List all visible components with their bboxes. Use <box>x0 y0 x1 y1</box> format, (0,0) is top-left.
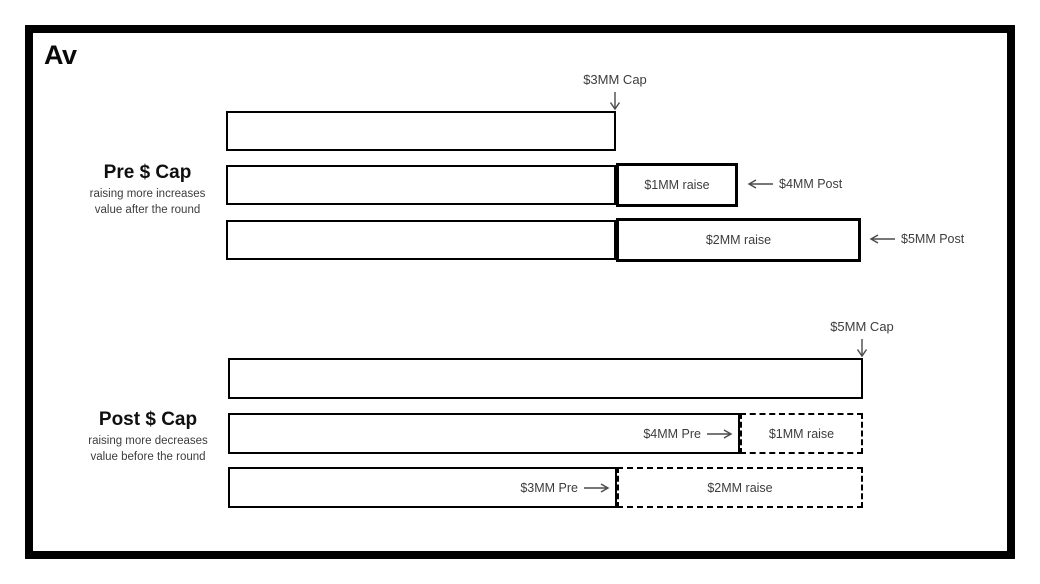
post-row2-raise-label: $1MM raise <box>768 426 835 441</box>
post-row2-pre-label: $4MM Pre <box>643 426 701 441</box>
pre-row2-raise-label: $1MM raise <box>644 178 710 192</box>
post-section-heading: Post $ Cap raising more decreases value … <box>68 409 228 465</box>
pre-row3-post-label: $5MM Post <box>901 232 965 246</box>
left-arrow-icon <box>747 179 774 189</box>
pre-row3-post-callout: $5MM Post <box>869 232 964 246</box>
post-row3-raise-box: $2MM raise <box>617 467 863 508</box>
right-arrow-icon <box>583 482 610 493</box>
post-row3-base-bar: $3MM Pre <box>228 467 617 508</box>
post-row3-pre-label: $3MM Pre <box>520 480 578 495</box>
pre-cap-label: $3MM Cap <box>583 72 647 87</box>
post-row2-base-bar: $4MM Pre <box>228 413 740 454</box>
pre-section-subtitle-line2: value after the round <box>94 203 201 216</box>
down-arrow-icon <box>855 339 869 359</box>
pre-section-subtitle-line1: raising more increases <box>89 188 206 200</box>
pre-row2-post-callout: $4MM Post <box>747 177 842 191</box>
post-row3-raise-label: $2MM raise <box>707 480 773 495</box>
pre-section-title: Pre $ Cap <box>103 162 192 183</box>
post-section-title: Post $ Cap <box>98 409 198 430</box>
pre-row2-raise-box: $1MM raise <box>616 163 738 207</box>
pre-row2-post-label: $4MM Post <box>779 177 843 191</box>
left-arrow-icon <box>869 234 896 244</box>
post-cap-bar <box>228 358 863 399</box>
post-cap-label: $5MM Cap <box>830 319 894 334</box>
pre-row3-raise-box: $2MM raise <box>616 218 861 262</box>
pre-row3-base-bar <box>226 220 616 260</box>
pre-row3-raise-label: $2MM raise <box>705 233 772 247</box>
post-section-subtitle-line2: value before the round <box>90 450 206 463</box>
post-row2-raise-box: $1MM raise <box>740 413 863 454</box>
pre-cap-bar <box>226 111 616 151</box>
pre-section-heading: Pre $ Cap raising more increases value a… <box>70 162 225 218</box>
right-arrow-icon <box>706 428 733 439</box>
post-section-subtitle-line1: raising more decreases <box>88 435 208 447</box>
pre-row2-base-bar <box>226 165 616 205</box>
logo: Av <box>44 40 77 70</box>
down-arrow-icon <box>608 92 622 112</box>
